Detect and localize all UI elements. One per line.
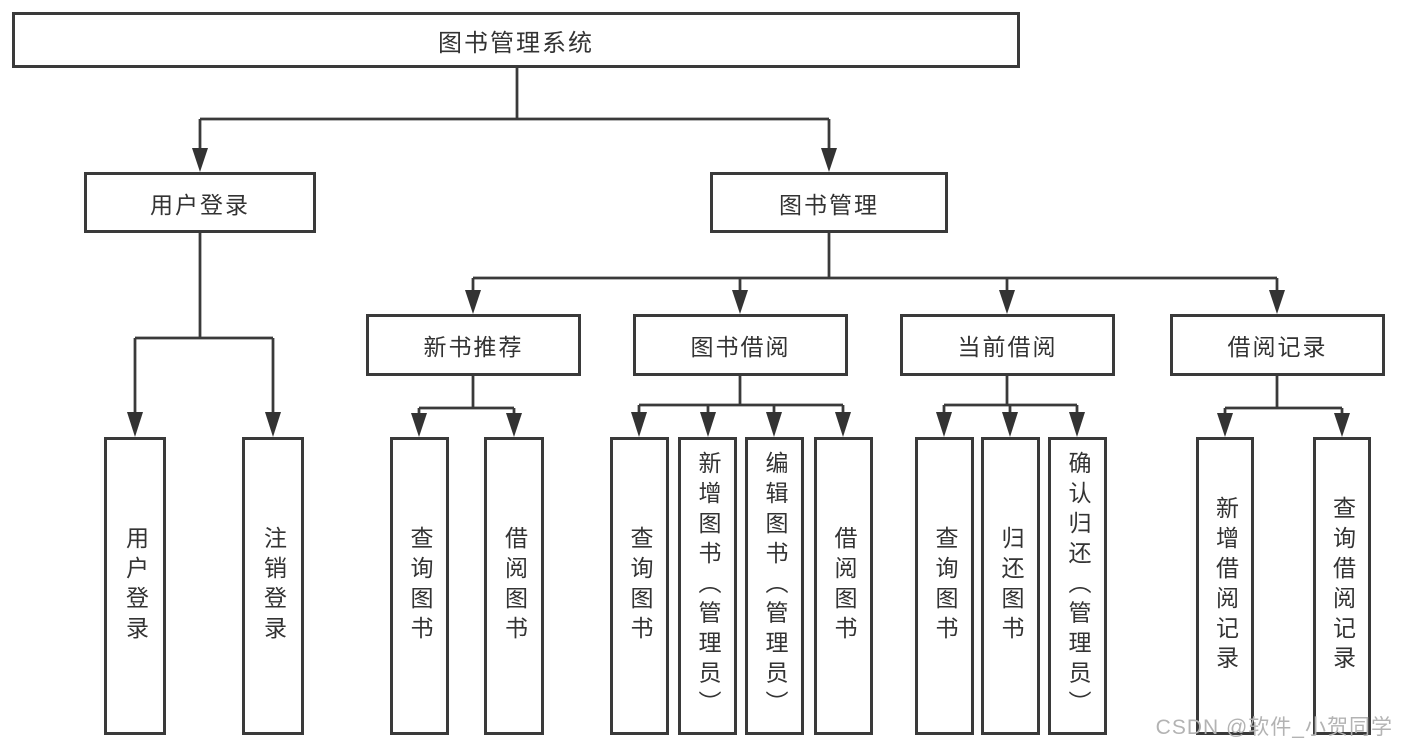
arrow-down-icon (766, 412, 782, 437)
node-label: 确认归还（管理员） (1065, 451, 1091, 721)
connector-book-borrow-branch (637, 376, 845, 413)
arrow-down-icon (1334, 413, 1350, 437)
arrow-down-icon (821, 148, 837, 172)
node-label: 借阅图书 (501, 526, 528, 646)
node-label: 用户登录 (150, 191, 250, 218)
arrow-down-icon (1002, 412, 1018, 437)
leaf-logout: 注销登录 (242, 437, 304, 735)
arrowheads (127, 148, 1350, 437)
leaf-user-login: 用户登录 (104, 437, 166, 735)
connector-user-login-branch (133, 233, 275, 413)
arrow-down-icon (835, 412, 851, 437)
node-label: 借阅记录 (1227, 334, 1328, 360)
node-book-management: 图书管理 (710, 172, 948, 233)
leaf-add-borrow-record: 新增借阅记录 (1196, 437, 1254, 735)
arrow-down-icon (192, 148, 208, 172)
connector-book-management-branch (471, 233, 1279, 291)
leaf-query-books-recommend: 查询图书 (390, 437, 449, 735)
csdn-watermark: CSDN @软件_小贺同学 (1155, 716, 1393, 739)
leaf-borrow-books-recommend: 借阅图书 (484, 437, 544, 735)
connector-new-book-branch (417, 376, 516, 414)
node-label: 当前借阅 (957, 334, 1058, 360)
arrow-down-icon (631, 412, 647, 437)
node-label: 查询图书 (627, 526, 653, 646)
node-label: 注销登录 (260, 526, 287, 646)
node-current-borrow: 当前借阅 (900, 314, 1115, 376)
node-label: 归还图书 (998, 526, 1024, 646)
node-label: 图书管理 (779, 191, 879, 218)
node-label: 编辑图书（管理员） (762, 451, 788, 721)
node-label: 新增借阅记录 (1212, 496, 1239, 676)
node-label: 查询图书 (407, 526, 433, 646)
arrow-down-icon (732, 290, 748, 314)
leaf-confirm-return-admin: 确认归还（管理员） (1048, 437, 1107, 735)
leaf-add-books-admin: 新增图书（管理员） (678, 437, 737, 735)
leaf-return-books: 归还图书 (981, 437, 1040, 735)
node-label: 查询图书 (932, 526, 958, 646)
connector-current-borrow-branch (942, 376, 1079, 413)
arrow-down-icon (506, 413, 522, 437)
connector-root-to-level1 (198, 68, 831, 150)
arrow-down-icon (936, 412, 952, 437)
arrow-down-icon (127, 412, 143, 437)
arrow-down-icon (1069, 412, 1085, 437)
arrow-down-icon (1269, 290, 1285, 314)
node-label: 图书借阅 (690, 334, 791, 360)
leaf-query-borrow-record: 查询借阅记录 (1313, 437, 1371, 735)
arrow-down-icon (700, 412, 716, 437)
node-label: 查询借阅记录 (1329, 496, 1356, 676)
connector-borrow-records-branch (1223, 376, 1344, 414)
node-library-system: 图书管理系统 (12, 12, 1020, 68)
node-label: 图书管理系统 (438, 29, 594, 57)
node-book-borrow: 图书借阅 (633, 314, 848, 376)
node-user-login: 用户登录 (84, 172, 316, 233)
node-label: 新书推荐 (423, 334, 524, 360)
node-label: 借阅图书 (831, 526, 857, 646)
leaf-query-books-borrow: 查询图书 (610, 437, 669, 735)
arrow-down-icon (265, 412, 281, 437)
node-label: 新增图书（管理员） (695, 451, 721, 721)
node-new-book-recommend: 新书推荐 (366, 314, 581, 376)
leaf-edit-books-admin: 编辑图书（管理员） (745, 437, 804, 735)
arrow-down-icon (465, 290, 481, 314)
arrow-down-icon (999, 290, 1015, 314)
arrow-down-icon (1217, 413, 1233, 437)
node-label: 用户登录 (122, 526, 149, 646)
arrow-down-icon (411, 413, 427, 437)
node-borrow-records: 借阅记录 (1170, 314, 1385, 376)
leaf-borrow-books: 借阅图书 (814, 437, 873, 735)
leaf-query-books-current: 查询图书 (915, 437, 974, 735)
